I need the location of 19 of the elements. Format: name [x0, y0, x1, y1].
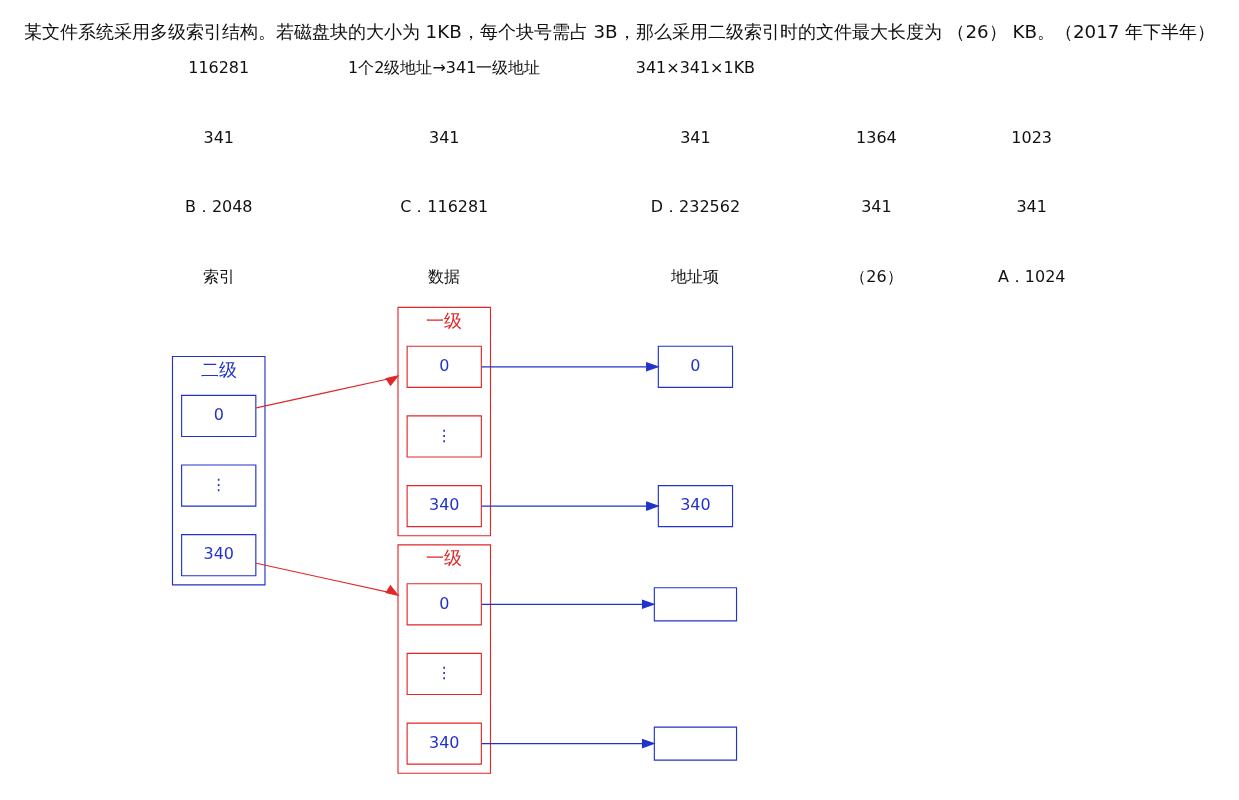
label: 数据	[428, 266, 461, 286]
label: 341	[203, 127, 234, 147]
label: B．2048	[184, 196, 253, 216]
label: 341	[428, 127, 460, 147]
label: 116281	[188, 57, 250, 77]
label: 341	[680, 127, 711, 147]
label: 341	[861, 196, 892, 216]
label: 1364	[856, 127, 897, 147]
label: （26）	[850, 266, 903, 286]
label: 地址项	[671, 266, 720, 286]
label: 1023	[1011, 127, 1053, 147]
label: 1个2级地址→341一级地址	[348, 57, 541, 77]
label: 索引	[202, 266, 235, 286]
label: A．1024	[997, 266, 1066, 286]
diagram-title: 某文件系统采用多级索引结构。若磁盘块的大小为 1KB，每个块号需占 3B，那么采用二级索引时的文件最大长度为 （26） KB。（2017 年下半年）	[23, 20, 1216, 42]
label: D．232562	[650, 196, 741, 216]
label: 341×341×1KB	[635, 57, 756, 77]
label: C．116281	[400, 196, 489, 216]
label: 341	[1016, 196, 1047, 216]
